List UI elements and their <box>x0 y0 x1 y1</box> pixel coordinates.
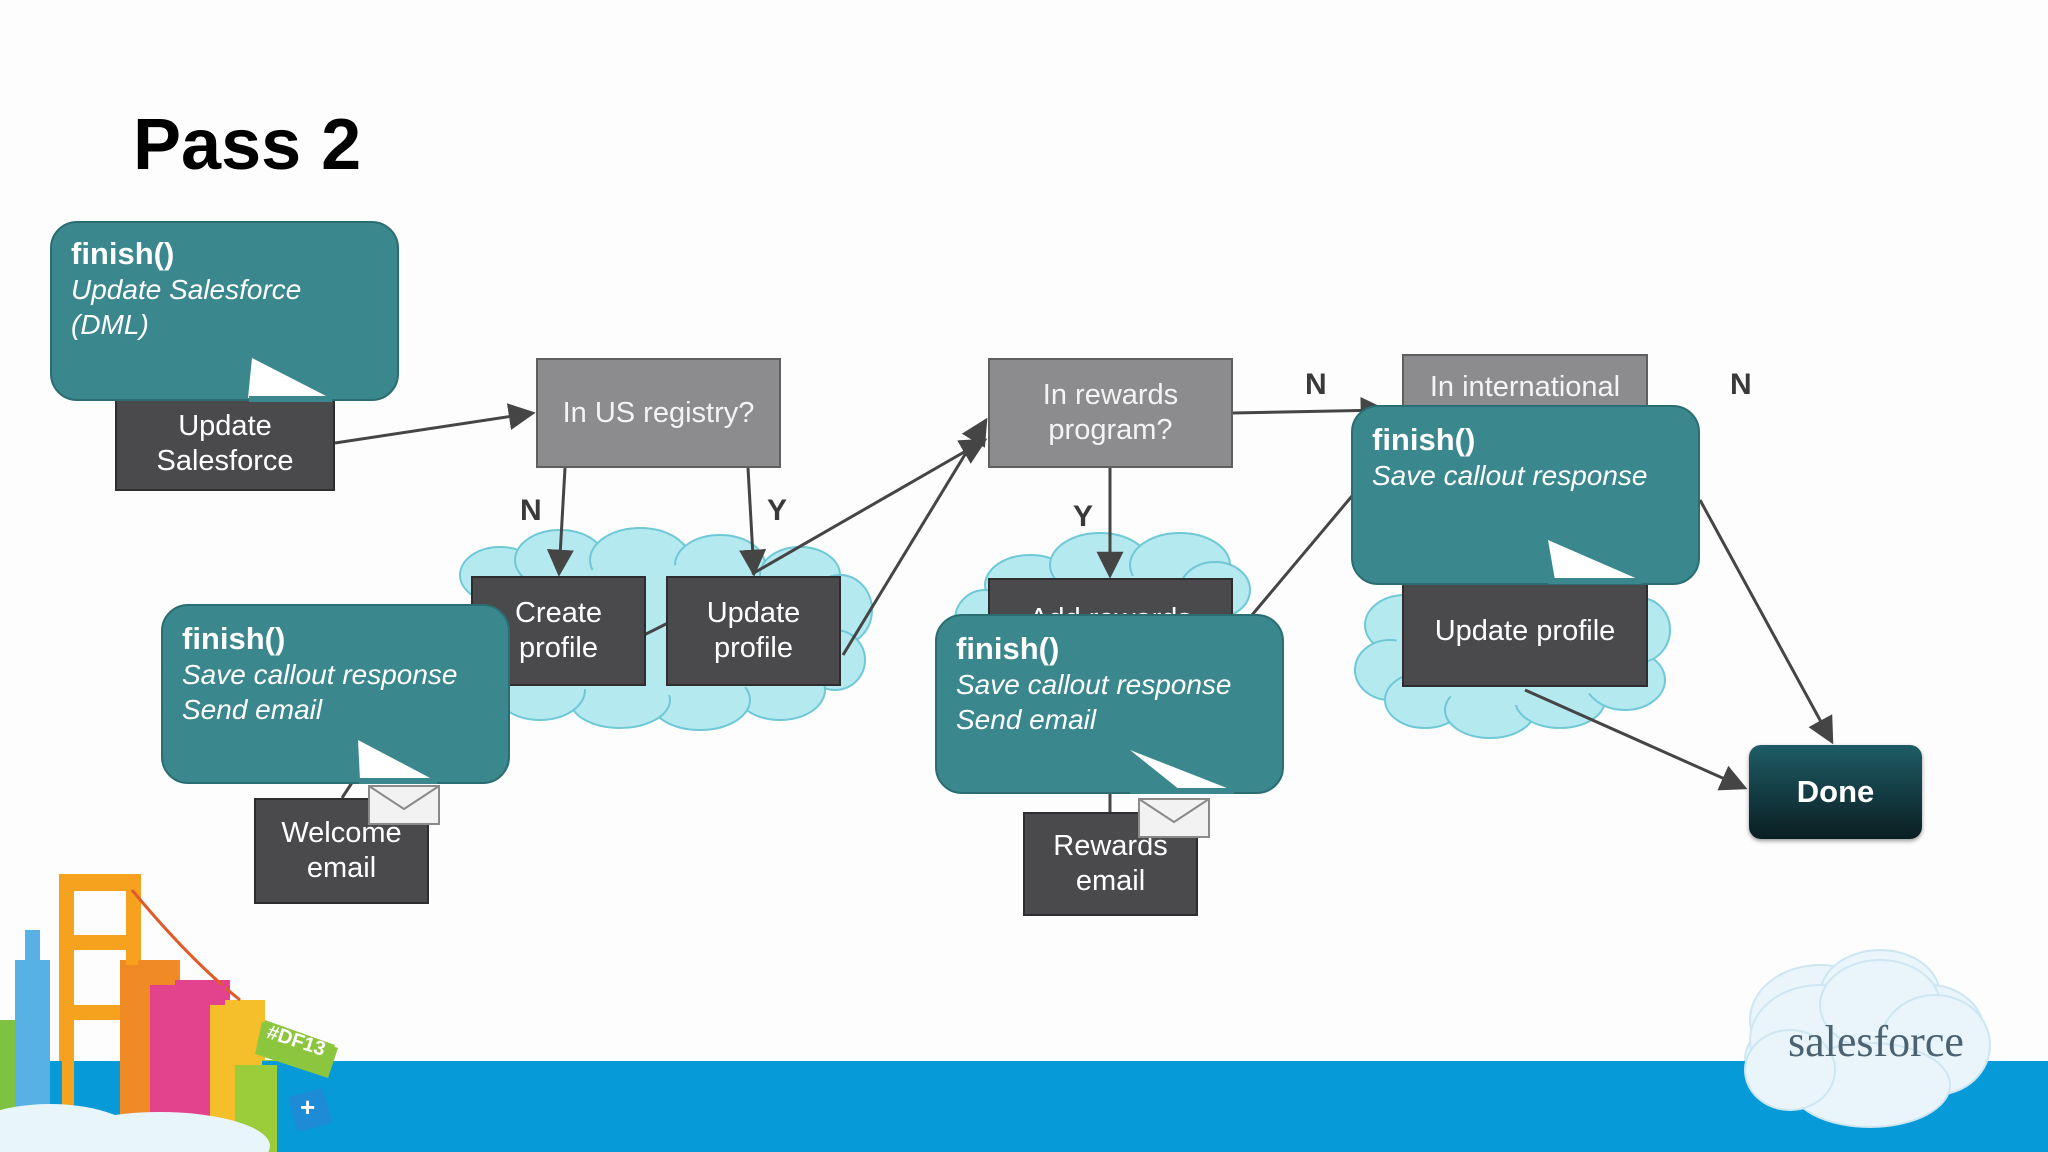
bubble-welcome: finish() Save callout response Send emai… <box>162 607 509 741</box>
edge-label-us-no: N <box>520 494 542 527</box>
envelope-icon <box>368 785 440 825</box>
bubble-rewards-line1: Save callout response <box>956 669 1232 700</box>
bubble-welcome-line2: Send email <box>182 694 323 725</box>
edge-label-intl-no: N <box>1730 368 1752 401</box>
node-update-profile-2: Update profile <box>1402 575 1648 687</box>
bubble-dml-head: finish() <box>71 236 175 271</box>
edge-label-rewards-yes: Y <box>1073 500 1094 533</box>
node-create-profile: Create profile <box>471 576 646 686</box>
bubble-welcome-line1: Save callout response <box>182 659 458 690</box>
node-done: Done <box>1749 745 1922 839</box>
bubble-rewards-head: finish() <box>956 631 1060 666</box>
bubble-intl: finish() Save callout response <box>1352 408 1699 507</box>
node-update-salesforce: Update Salesforce <box>115 397 335 491</box>
bubble-rewards-line2: Send email <box>956 704 1097 735</box>
bubble-dml-line1: Update Salesforce <box>71 274 302 305</box>
node-in-us-registry: In US registry? <box>536 358 781 468</box>
bubble-dml-line2: (DML) <box>71 309 149 340</box>
edge-label-rewards-no: N <box>1305 368 1327 401</box>
node-rewards-email: Rewards email <box>1023 812 1198 916</box>
bubble-intl-line1: Save callout response <box>1372 460 1648 491</box>
bubble-welcome-head: finish() <box>182 621 286 656</box>
node-in-rewards-program: In rewards program? <box>988 358 1233 468</box>
slide-title: Pass 2 <box>133 105 362 185</box>
bubble-rewards: finish() Save callout response Send emai… <box>936 617 1283 751</box>
node-welcome-email: Welcome email <box>254 798 429 904</box>
edge-label-us-yes: Y <box>767 494 788 527</box>
salesforce-logo-text: salesforce <box>1788 1017 1964 1066</box>
node-in-international: In international <box>1402 354 1648 410</box>
envelope-icon <box>1138 798 1210 838</box>
bubble-dml: finish() Update Salesforce (DML) <box>51 222 398 356</box>
bubble-intl-head: finish() <box>1372 422 1476 457</box>
footer-band <box>0 1061 2048 1152</box>
plus-icon: + <box>300 1092 316 1122</box>
node-add-rewards: Add rewards <box>988 578 1233 618</box>
node-update-profile-1: Update profile <box>666 576 841 686</box>
